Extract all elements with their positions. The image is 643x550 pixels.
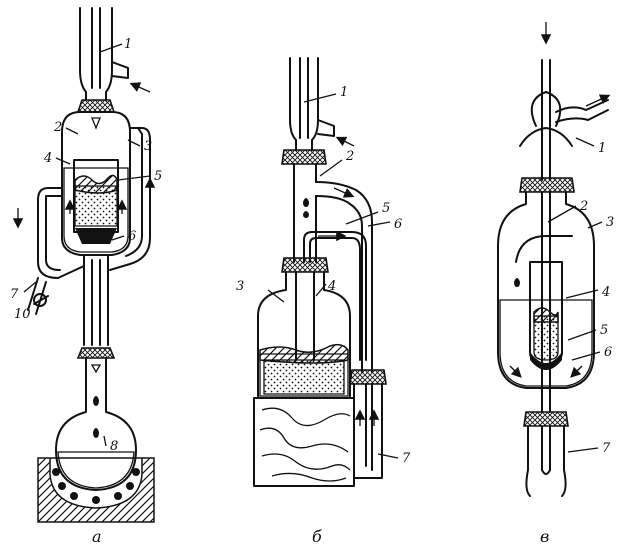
label-a-5: 5 — [154, 169, 162, 184]
label-a-1: 1 — [124, 37, 132, 52]
label-b-2: 2 — [345, 149, 354, 164]
label-c-7: 7 — [602, 441, 611, 456]
panel-a: 1 2 3 4 5 6 7 8 10 а — [10, 7, 162, 546]
panel-a-condenser — [76, 7, 151, 113]
panel-b-stand — [253, 397, 355, 487]
panel-b-tube — [293, 163, 373, 373]
label-c-2: 2 — [579, 199, 588, 214]
panel-b-bottle — [257, 257, 351, 399]
panel-a-labels: 1 2 3 4 5 6 7 8 10 а — [10, 37, 162, 546]
caption-a: а — [92, 527, 102, 546]
label-b-6: 6 — [394, 217, 402, 232]
panel-b: 1 2 3 4 5 6 7 б — [236, 57, 411, 546]
panel-a-flask — [37, 357, 155, 523]
panel-c-top — [519, 22, 611, 193]
panel-b-condenser — [281, 57, 355, 165]
panel-c-receiver — [523, 411, 569, 497]
label-c-4: 4 — [601, 285, 610, 300]
label-c-5: 5 — [600, 323, 608, 338]
label-b-1: 1 — [340, 85, 348, 100]
label-b-7: 7 — [402, 451, 411, 466]
panel-c-vessel — [497, 191, 595, 413]
label-a-6: 6 — [128, 229, 136, 244]
label-a-4: 4 — [43, 151, 52, 166]
caption-c: в — [540, 527, 549, 546]
panel-b-receiver — [349, 369, 387, 479]
label-a-2: 2 — [53, 120, 62, 135]
label-b-3: 3 — [236, 279, 244, 294]
label-a-10: 10 — [14, 307, 31, 322]
panel-a-extractor — [12, 111, 156, 359]
label-c-3: 3 — [606, 215, 614, 230]
label-a-8: 8 — [110, 439, 118, 454]
label-b-4: 4 — [327, 279, 336, 294]
label-c-1: 1 — [598, 141, 606, 156]
panel-b-labels: 1 2 3 4 5 6 7 б — [236, 85, 411, 546]
panel-c-labels: 1 2 3 4 5 6 7 в — [540, 137, 614, 546]
label-b-5: 5 — [382, 201, 390, 216]
label-a-7: 7 — [10, 287, 19, 302]
panel-c: 1 2 3 4 5 6 7 в — [497, 22, 614, 546]
label-a-3: 3 — [144, 139, 152, 154]
label-c-6: 6 — [604, 345, 612, 360]
caption-b: б — [312, 527, 322, 546]
